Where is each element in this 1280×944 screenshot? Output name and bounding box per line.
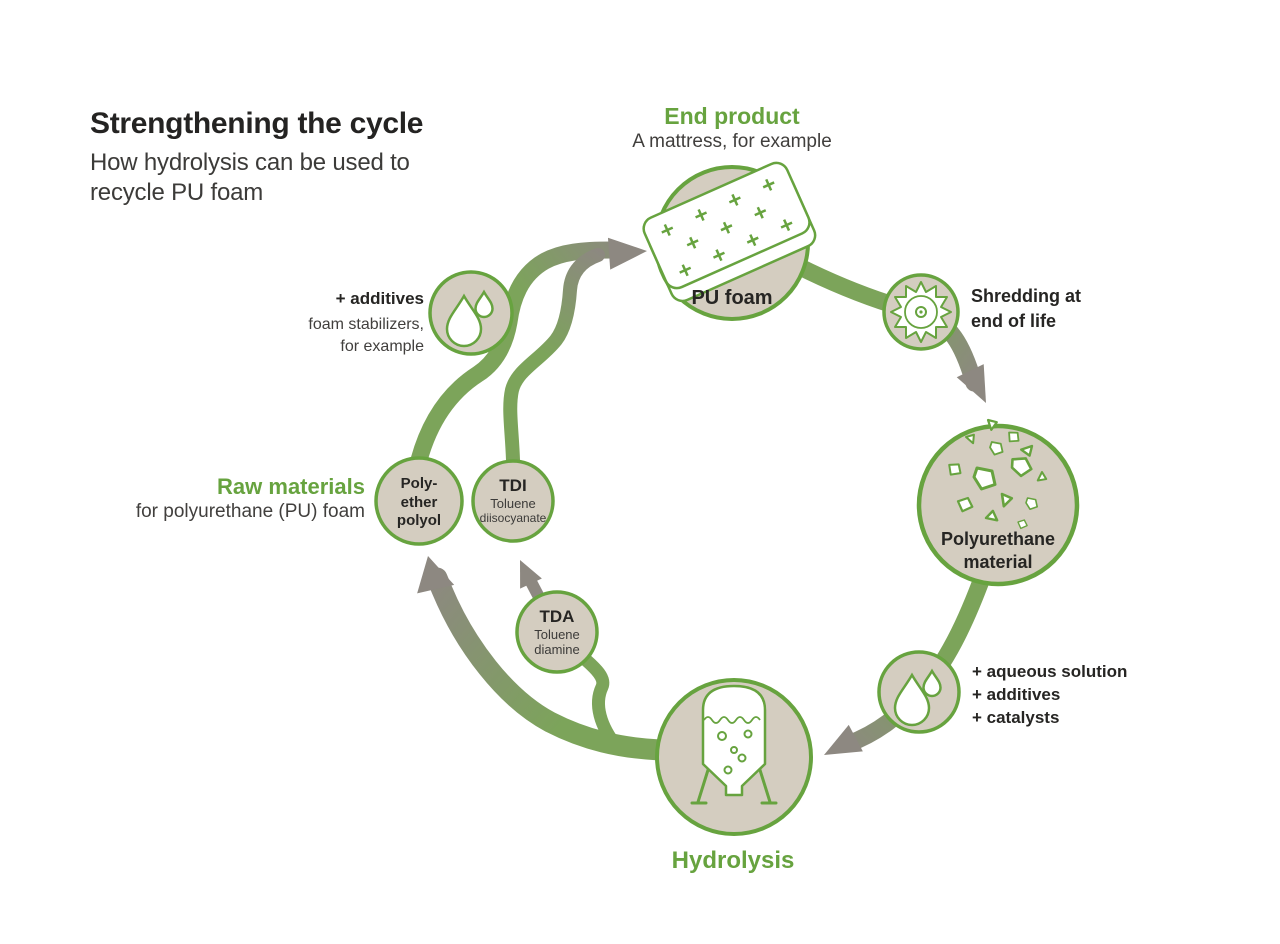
tdi-abbr: TDI (499, 476, 527, 495)
tdi-name-line2: diisocyanate (479, 511, 547, 525)
raw-materials-label: Raw materials for polyurethane (PU) foam (115, 474, 365, 523)
hydrolysis-inputs-line2: + additives (972, 685, 1061, 704)
additives-label: + additives foam stabilizers, for exampl… (174, 287, 424, 358)
end-product-label: End product A mattress, for example (632, 103, 832, 154)
page-title: Strengthening the cycle (90, 107, 424, 140)
additives-sub-line1: foam stabilizers, (308, 316, 424, 333)
raw-materials-heading: Raw materials (217, 474, 365, 499)
polyol-line3: polyol (396, 512, 442, 529)
shredding-label: Shredding at end of life (971, 284, 1081, 334)
additives-heading: + additives (335, 289, 424, 308)
end-product-subheading: A mattress, for example (632, 131, 832, 152)
tdi-node (471, 459, 555, 543)
tda-node (515, 590, 599, 674)
tda-abbr: TDA (539, 607, 575, 626)
shredded-pieces-icon (948, 418, 1048, 530)
polyol-node (374, 456, 464, 546)
tdi-name-line1: Toluene (490, 496, 536, 511)
page-subtitle-line2: recycle PU foam (90, 179, 264, 206)
polyurethane-material-line2: material (963, 552, 1033, 572)
flow-hydrolysis-to-tda-branch (579, 653, 624, 754)
polyol-line1: Poly- (400, 475, 438, 492)
flow-tda-to-tdi-arrow (520, 560, 546, 602)
hydrolysis-inputs-label: + aqueous solution + additives + catalys… (972, 660, 1127, 729)
reactor-icon (690, 684, 778, 805)
end-product-heading: End product (664, 103, 800, 129)
mattress-icon (642, 161, 817, 303)
title-block: Strengthening the cycle How hydrolysis c… (90, 106, 423, 208)
shredding-label-line2: end of life (971, 311, 1056, 331)
tda-name-line1: Toluene (534, 627, 580, 642)
pu-foam-label: PU foam (691, 287, 773, 309)
tda-label: TDA Toluene diamine (534, 607, 580, 657)
page-subtitle-line1: How hydrolysis can be used to (90, 149, 410, 176)
polyol-line2: ether (400, 493, 438, 511)
additives-sub-line2: for example (340, 338, 424, 355)
polyurethane-material-line1: Polyurethane (940, 529, 1056, 549)
hydrolysis-inputs-line3: + catalysts (972, 708, 1060, 727)
shredding-label-line1: Shredding at (971, 286, 1082, 306)
polyurethane-material-label: Polyurethane material (941, 528, 1055, 574)
tdi-label: TDI Toluene diisocyanate (480, 476, 547, 525)
tda-name-line2: diamine (534, 642, 580, 657)
raw-materials-subheading: for polyurethane (PU) foam (135, 501, 365, 522)
shredder-icon (890, 281, 952, 343)
polyol-label: Poly- ether polyol (397, 475, 441, 531)
hydrolysis-label: Hydrolysis (671, 847, 795, 874)
hydrolysis-inputs-line1: + aqueous solution (972, 662, 1128, 681)
